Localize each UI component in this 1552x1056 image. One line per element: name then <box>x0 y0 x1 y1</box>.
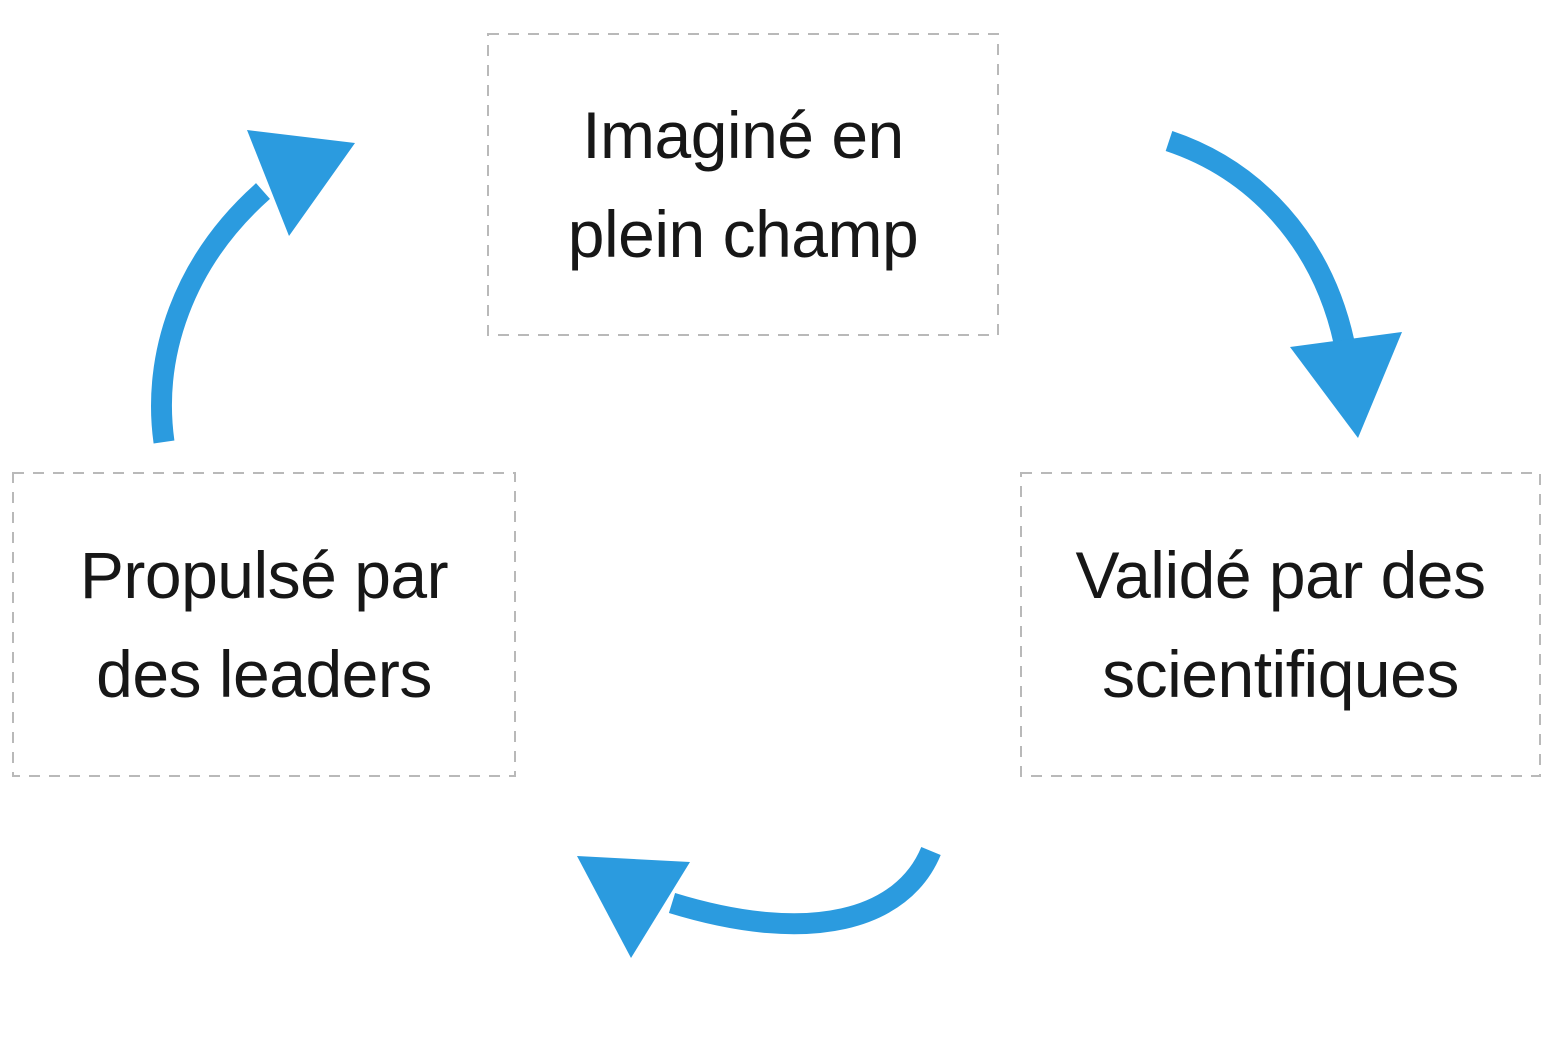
node-propulse-label: Propulsé par des leaders <box>79 526 449 724</box>
node-propulse-line2: des leaders <box>96 636 432 711</box>
node-imagine-label: Imaginé en plein champ <box>567 86 919 284</box>
node-valide-label: Validé par des scientifiques <box>1075 526 1486 724</box>
node-imagine: Imaginé en plein champ <box>488 34 998 335</box>
cycle-arrow-top-to-right-icon <box>1165 131 1402 438</box>
cycle-arrow-right-to-left-icon <box>577 846 941 958</box>
node-valide-line1: Validé par des <box>1075 537 1486 612</box>
cycle-arrow-left-to-top-icon <box>151 130 355 444</box>
node-propulse-line1: Propulsé par <box>79 537 449 612</box>
node-imagine-line2: plein champ <box>567 196 919 271</box>
node-valide-line2: scientifiques <box>1102 636 1459 711</box>
node-valide: Validé par des scientifiques <box>1021 473 1540 776</box>
node-propulse: Propulsé par des leaders <box>13 473 515 776</box>
node-imagine-line1: Imaginé en <box>582 97 904 172</box>
